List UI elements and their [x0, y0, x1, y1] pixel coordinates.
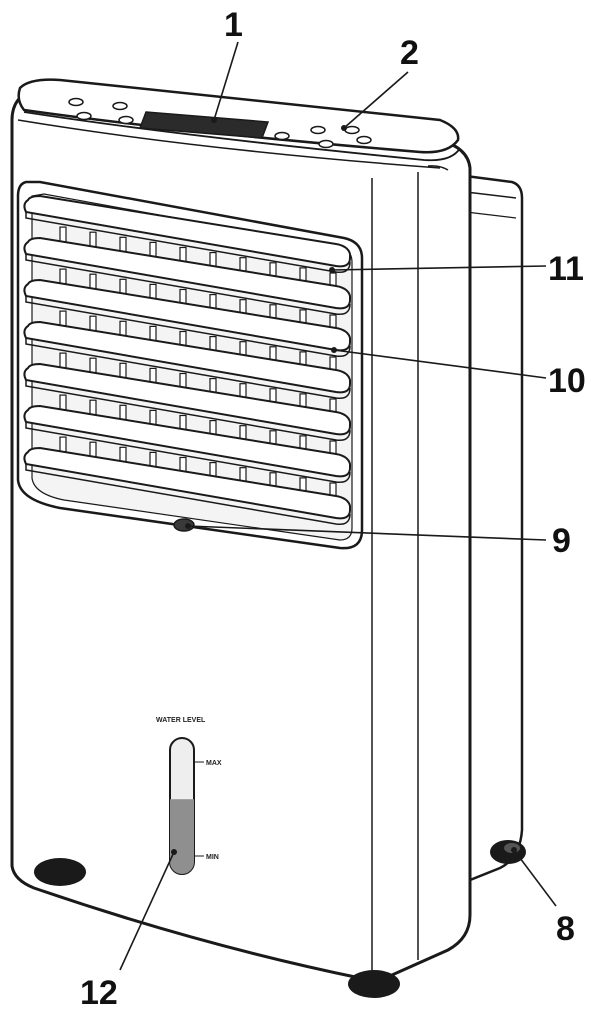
control-buttons	[68, 97, 372, 149]
louvre-slat[interactable]	[23, 446, 351, 520]
callout-10: 10	[548, 362, 586, 400]
leader-line-9	[187, 525, 547, 541]
callout-9: 9	[552, 522, 571, 560]
callout-11: 11	[548, 250, 584, 288]
louvre-slat[interactable]	[23, 320, 351, 394]
rear-housing	[453, 168, 524, 882]
louvre-slat[interactable]	[23, 362, 351, 436]
control-button[interactable]	[118, 115, 134, 125]
control-button[interactable]	[274, 131, 290, 141]
louvre-slat[interactable]	[23, 404, 351, 478]
water-level-min-label: MIN	[206, 854, 219, 861]
louvre-slat[interactable]	[23, 236, 351, 310]
control-button[interactable]	[356, 135, 372, 145]
display-screen	[138, 111, 270, 139]
control-button[interactable]	[318, 139, 334, 149]
callout-labels: 1 2 11 10 9 8 12	[80, 6, 586, 1012]
horizontal-louvres	[23, 194, 351, 526]
leader-line-2	[343, 71, 409, 129]
water-level-title: WATER LEVEL	[156, 717, 206, 724]
louvre-slat-edge	[25, 338, 351, 400]
remote-sensor	[173, 518, 195, 532]
control-button[interactable]	[344, 125, 360, 135]
water-level-fill	[170, 799, 194, 874]
control-panel	[17, 78, 461, 169]
louvre-slat[interactable]	[23, 194, 351, 268]
louvre-slat-edge	[25, 254, 351, 316]
leader-line-11	[331, 265, 547, 271]
leader-dots	[171, 117, 517, 855]
control-button[interactable]	[310, 125, 326, 135]
callout-1: 1	[224, 6, 243, 44]
leader-lines	[119, 41, 557, 971]
louvre-slat-edge	[25, 422, 351, 484]
leader-line-12	[119, 851, 175, 971]
callout-12: 12	[80, 974, 118, 1012]
wheel	[34, 858, 86, 886]
control-button[interactable]	[76, 111, 92, 121]
water-level-gauge: WATER LEVEL MAX MIN	[156, 717, 222, 875]
control-button[interactable]	[112, 101, 128, 111]
control-button[interactable]	[68, 97, 84, 107]
leader-line-1	[213, 41, 239, 121]
louvre-slat[interactable]	[23, 278, 351, 352]
louvre-slat-edge	[25, 212, 351, 274]
water-level-max-label: MAX	[206, 760, 222, 767]
leader-line-10	[333, 349, 547, 379]
wheels	[34, 840, 526, 998]
callout-2: 2	[400, 34, 419, 72]
callout-8: 8	[556, 910, 575, 948]
louvre-slat-edge	[25, 380, 351, 442]
louvre-slat-edge	[25, 296, 351, 358]
wheel	[348, 970, 400, 998]
leader-line-8	[513, 849, 557, 907]
louvre-slat-edge	[25, 464, 351, 526]
